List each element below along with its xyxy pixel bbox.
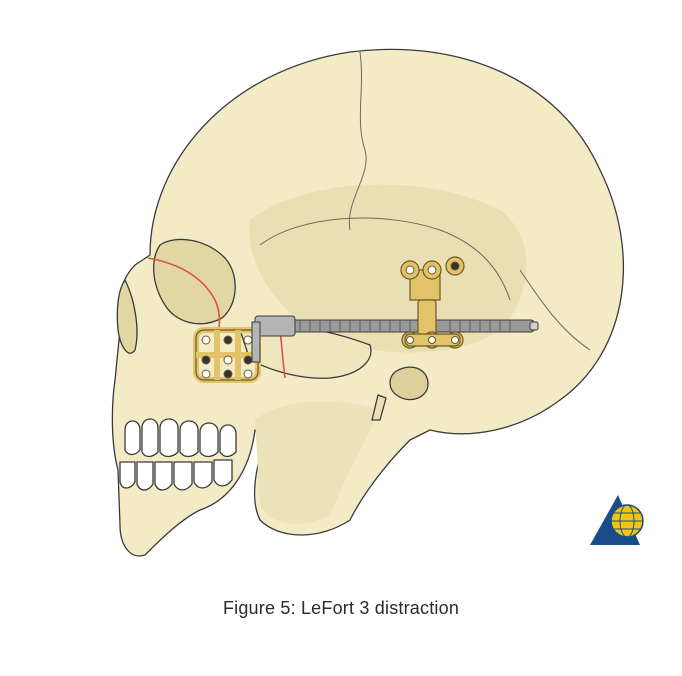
mesh-connector	[251, 321, 261, 363]
rod-tip	[529, 321, 539, 331]
lambdoid-suture	[519, 269, 591, 351]
rod-threads	[299, 320, 511, 332]
squamosal-suture	[259, 217, 511, 301]
skull-illustration	[111, 48, 624, 557]
temporal-shade	[249, 184, 527, 353]
distractor-rod	[261, 319, 535, 333]
nasal-cavity	[116, 279, 138, 354]
mandible-shade	[255, 401, 380, 524]
footplate-screws	[405, 261, 460, 344]
ao-logo	[590, 495, 644, 545]
upper-teeth	[124, 418, 237, 458]
figure-caption: Figure 5: LeFort 3 distraction	[222, 598, 460, 618]
styloid-process	[371, 394, 387, 421]
coronal-suture	[348, 51, 367, 231]
rod-cap	[254, 315, 296, 337]
orbit	[153, 238, 236, 325]
distraction-device	[193, 256, 539, 383]
ear-canal	[389, 366, 429, 401]
mesh-screws	[201, 335, 253, 379]
lower-teeth	[119, 459, 233, 491]
